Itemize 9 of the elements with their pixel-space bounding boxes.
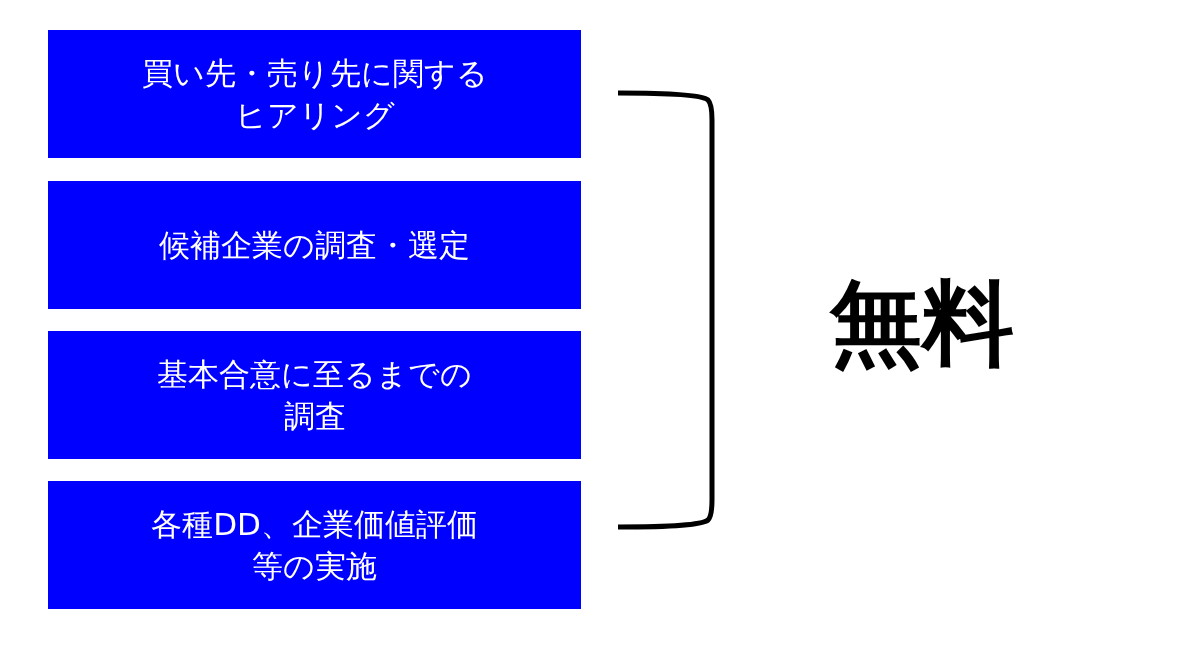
step-text: 基本合意に至るまでの調査 [156,355,473,436]
step-text: 各種DD、企業価値評価等の実施 [150,505,479,586]
step-text: 候補企業の調査・選定 [159,226,470,265]
process-box [48,481,581,609]
process-box [48,181,581,309]
process-box [48,30,581,158]
process-box [48,331,581,459]
step-text: 買い先・売り先に関するヒアリング [140,54,489,135]
price-label: 無料 [830,278,1014,370]
